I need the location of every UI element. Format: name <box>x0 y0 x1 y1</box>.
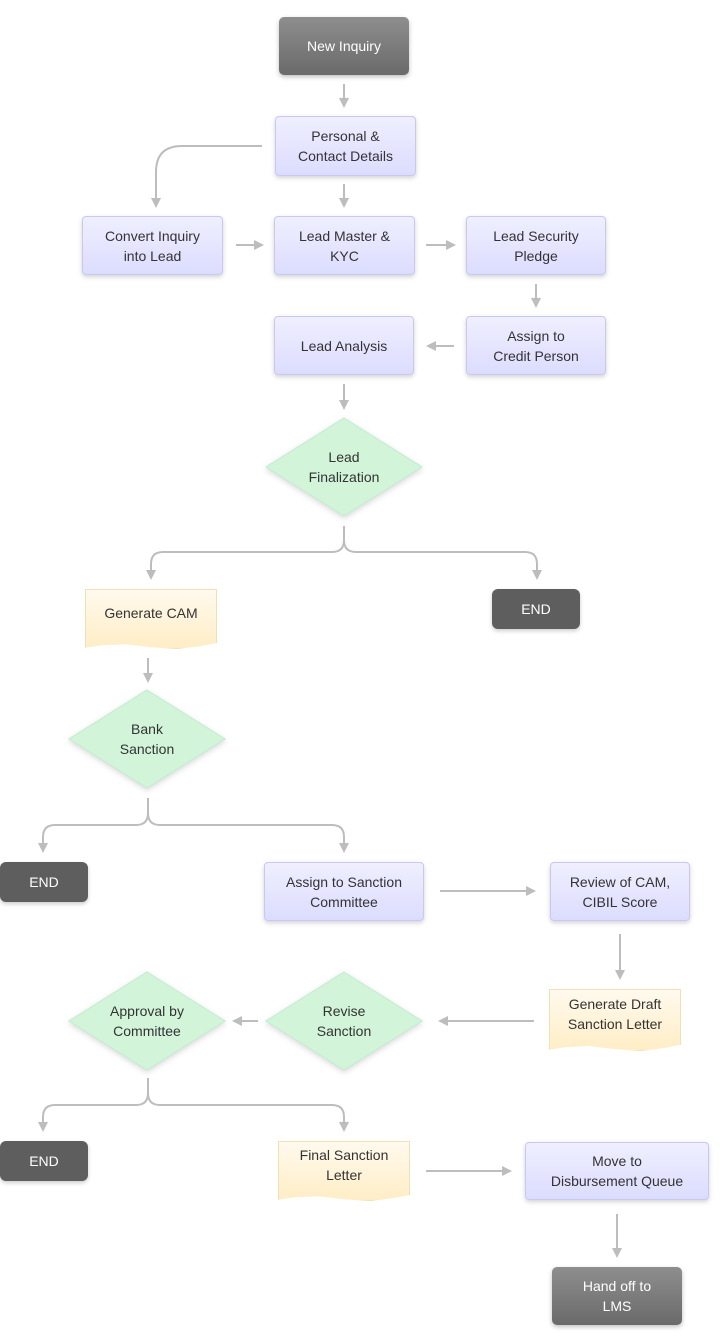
decision-label: Bank Sanction <box>119 721 175 757</box>
decision-bank-sanction: Bank Sanction <box>68 689 226 789</box>
node-review-cam-cibil: Review of CAM, CIBIL Score <box>550 862 690 921</box>
connector-finalization-to-end <box>343 539 542 580</box>
diamond-shape <box>265 417 423 517</box>
node-convert-inquiry: Convert Inquiry into Lead <box>82 216 223 275</box>
connector-bank-brace-left <box>38 798 149 853</box>
connector-approval-brace-right <box>147 1092 349 1132</box>
decision-label: Lead Finalization <box>308 449 380 485</box>
node-assign-credit-person: Assign to Credit Person <box>466 316 606 375</box>
decision-lead-finalization: Lead Finalization <box>265 417 423 517</box>
node-new-inquiry: New Inquiry <box>279 17 409 75</box>
decision-revise-sanction: Revise Sanction <box>265 971 423 1071</box>
connector-personal-to-convert <box>151 145 262 208</box>
decision-label: Approval by Committee <box>110 1003 184 1039</box>
node-move-to-disbursement-queue: Move to Disbursement Queue <box>525 1142 709 1200</box>
document-final-sanction-letter: Final Sanction Letter <box>278 1141 410 1201</box>
node-personal-contact-details: Personal & Contact Details <box>275 116 416 176</box>
terminal-hand-off-lms: Hand off to LMS <box>552 1267 682 1325</box>
decision-approval-by-committee: Approval by Committee <box>68 971 226 1071</box>
decision-label: Revise Sanction <box>316 1003 372 1039</box>
diamond-shape <box>68 689 226 789</box>
terminal-end-3: END <box>0 1141 88 1181</box>
connector-finalization-brace <box>146 526 345 580</box>
terminal-end-2: END <box>0 862 88 902</box>
node-lead-security-pledge: Lead Security Pledge <box>466 216 606 275</box>
diamond-shape <box>68 971 226 1071</box>
terminal-end-1: END <box>492 589 580 629</box>
node-lead-master-kyc: Lead Master & KYC <box>274 216 415 275</box>
diamond-shape <box>265 971 423 1071</box>
node-assign-sanction-committee: Assign to Sanction Committee <box>264 862 424 921</box>
connector-bank-brace-right <box>147 812 349 853</box>
document-generate-cam: Generate CAM <box>85 589 217 649</box>
node-lead-analysis: Lead Analysis <box>274 316 414 375</box>
document-generate-draft-sanction: Generate Draft Sanction Letter <box>549 989 681 1051</box>
connector-approval-brace-left <box>38 1078 149 1132</box>
